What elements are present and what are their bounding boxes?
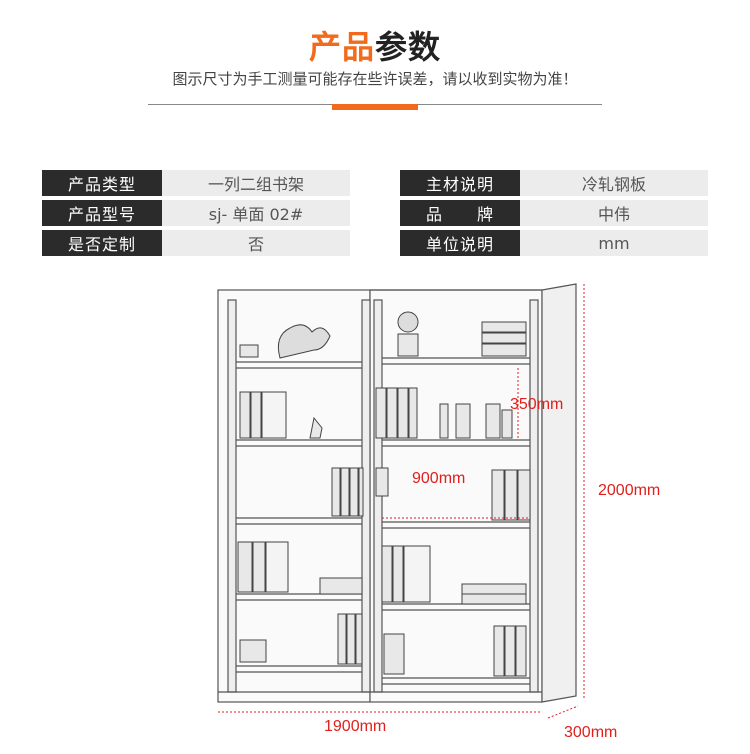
spec-value: 中伟 — [520, 200, 708, 226]
dimension-depth: 300mm — [564, 724, 618, 741]
dimension-height: 2000mm — [598, 482, 661, 499]
spec-table-left: 产品类型 一列二组书架 产品型号 sj- 单面 02# 是否定制 否 — [42, 170, 350, 260]
spec-value: 否 — [162, 230, 350, 256]
dimension-shelf-gap: 350mm — [510, 396, 564, 413]
title-accent: 产品 — [308, 28, 375, 66]
spec-label: 产品类型 — [42, 170, 162, 196]
spec-value: sj- 单面 02# — [162, 200, 350, 226]
spec-row: 产品类型 一列二组书架 — [42, 170, 350, 196]
subtitle: 图示尺寸为手工测量可能存在些许误差，请以收到实物为准！ — [172, 70, 578, 88]
spec-table-right: 主材说明 冷轧钢板 品 牌 中伟 单位说明 mm — [400, 170, 708, 260]
spec-row: 产品型号 sj- 单面 02# — [42, 200, 350, 226]
dimension-width: 1900mm — [324, 718, 387, 735]
spec-value: 一列二组书架 — [162, 170, 350, 196]
spec-label: 是否定制 — [42, 230, 162, 256]
spec-row: 主材说明 冷轧钢板 — [400, 170, 708, 196]
spec-value: 冷轧钢板 — [520, 170, 708, 196]
spec-label: 品 牌 — [400, 200, 520, 226]
title-rest: 参数 — [375, 28, 442, 66]
spec-row: 是否定制 否 — [42, 230, 350, 256]
page-title: 产品参数 — [0, 22, 750, 68]
spec-label: 产品型号 — [42, 200, 162, 226]
dimension-bay-width: 900mm — [412, 470, 466, 487]
spec-row: 单位说明 mm — [400, 230, 708, 256]
spec-value: mm — [520, 230, 708, 256]
divider-accent — [332, 104, 418, 110]
bookshelf-illustration — [217, 283, 585, 719]
spec-label: 单位说明 — [400, 230, 520, 256]
spec-row: 品 牌 中伟 — [400, 200, 708, 226]
spec-label: 主材说明 — [400, 170, 520, 196]
